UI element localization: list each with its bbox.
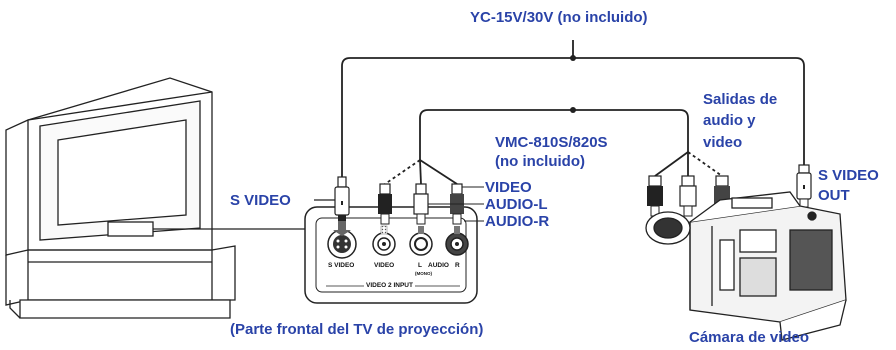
jack-video (372, 232, 396, 256)
outputs-label-line3: video (703, 134, 743, 151)
plug-audio-l-label: AUDIO-L (485, 196, 548, 213)
top-cable-label: YC-15V/30V (no incluido) (470, 9, 648, 26)
svideo-out-label-line2: OUT (818, 187, 850, 204)
jack-s-video (327, 229, 357, 259)
jack-svideo-label: S VIDEO (328, 262, 355, 269)
svideo-out-label-line1: S VIDEO (818, 167, 879, 184)
plug-audio-r-label: AUDIO-R (485, 213, 550, 230)
panel-title: VIDEO 2 INPUT (364, 282, 415, 290)
s-video-plug-right (796, 164, 812, 208)
connection-arrows (333, 221, 460, 236)
camera-caption: Cámara de video (689, 329, 810, 346)
rca-plug-video (378, 183, 392, 225)
jack-video-label: VIDEO (374, 262, 395, 269)
outputs-label-line2: audio y (703, 112, 756, 129)
av-cable-label-line1: VMC-810S/820S (495, 134, 608, 151)
projection-tv (5, 77, 236, 319)
jack-mono-label: (MONO) (415, 271, 432, 276)
cables (341, 40, 805, 185)
outputs-label-line1: Salidas de (703, 91, 778, 108)
s-video-plug-left (334, 176, 350, 221)
jack-l-label: L (418, 262, 422, 269)
av-cable-label-line2: (no incluido) (495, 153, 585, 170)
svideo-left-label: S VIDEO (230, 192, 291, 209)
plug-video-label: VIDEO (485, 179, 532, 196)
jack-audio-r (445, 232, 469, 256)
jack-audio-l (409, 232, 433, 256)
jack-audio-label: AUDIO (428, 262, 449, 269)
camcorder (645, 191, 847, 341)
tv-caption: (Parte frontal del TV de proyección) (230, 321, 484, 338)
jack-r-label: R (455, 262, 460, 269)
